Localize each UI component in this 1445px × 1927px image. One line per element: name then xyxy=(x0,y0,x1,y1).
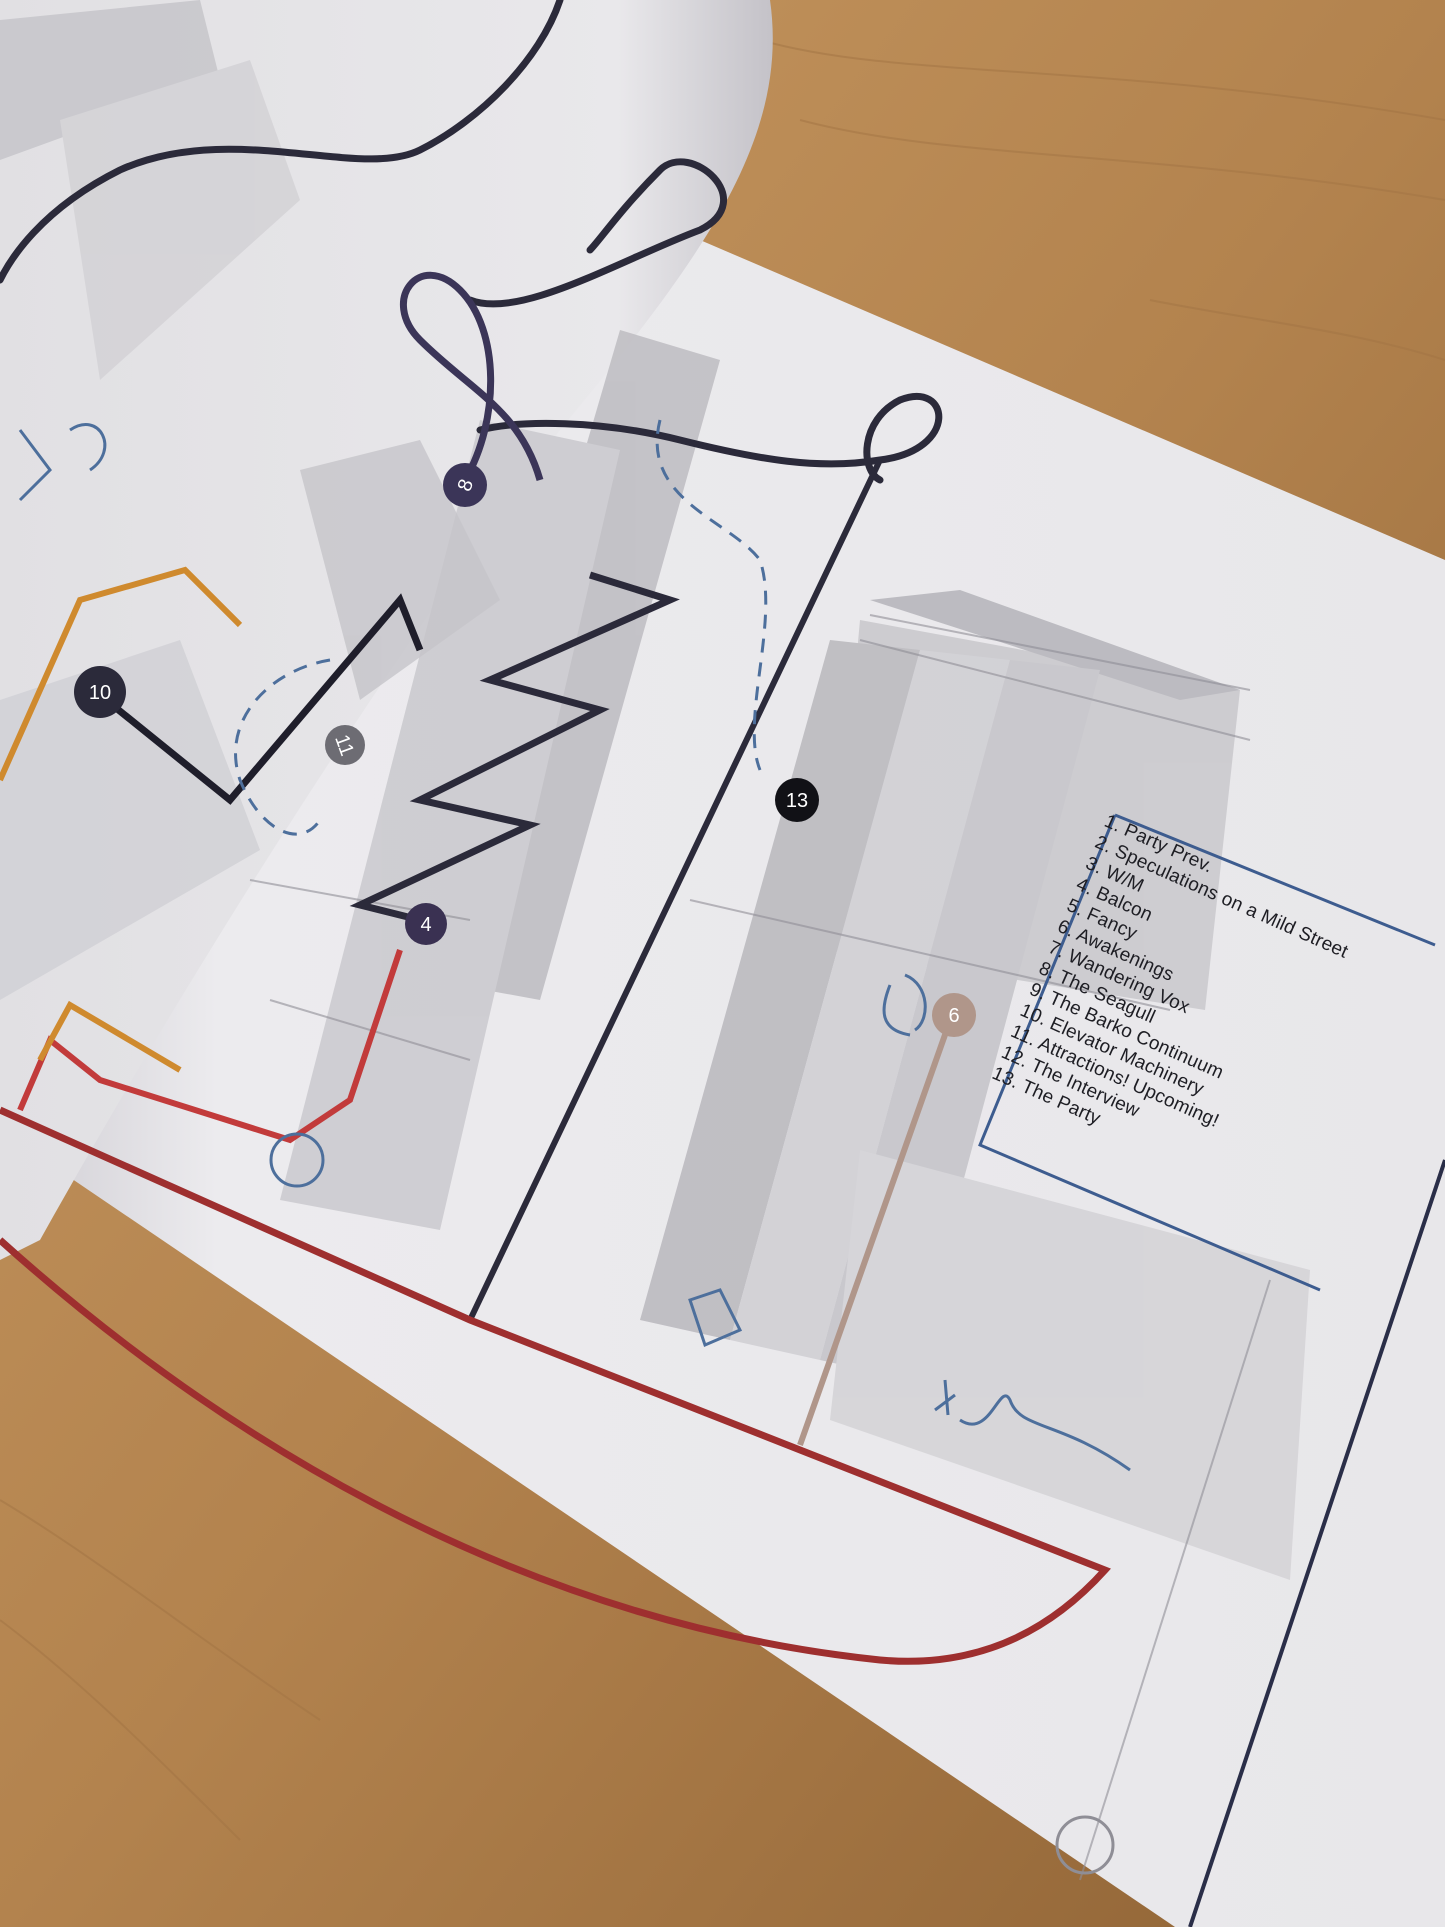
marker-13: 13 xyxy=(775,778,819,822)
bottom-circle-icon xyxy=(1055,1815,1115,1875)
dark-route-line xyxy=(0,0,943,484)
person-circle-icon xyxy=(269,1132,325,1188)
page-edge xyxy=(1188,1159,1445,1927)
wood-grain xyxy=(0,39,1445,1841)
legend-frame xyxy=(978,813,1436,1292)
zigzag-line xyxy=(349,571,680,924)
dark-descent-line xyxy=(467,458,883,1322)
marker-8: 8 xyxy=(443,463,487,507)
marker-10-label: 10 xyxy=(89,682,111,704)
marker-6: 6 xyxy=(932,993,976,1037)
orange-route-line xyxy=(0,566,243,782)
tan-route-line xyxy=(797,1014,955,1446)
orange-route-line-2 xyxy=(37,1000,182,1073)
left-buildings xyxy=(0,0,500,1000)
marker-13-label: 13 xyxy=(786,790,808,812)
dashed-path xyxy=(655,419,768,771)
loop-8 xyxy=(399,271,544,482)
marker-4: 4 xyxy=(405,903,447,945)
blue-icon-group xyxy=(18,423,1131,1875)
marker-6-label: 6 xyxy=(948,1005,959,1027)
marker-4-label: 4 xyxy=(420,914,431,936)
elevator-line xyxy=(97,593,424,805)
grid-lines xyxy=(249,614,1271,1881)
document-icon xyxy=(688,1288,743,1348)
signature-icon xyxy=(934,1379,1131,1472)
dashed-path-2 xyxy=(234,658,331,836)
red-boat-curve xyxy=(0,1106,1111,1665)
marker-10: 10 xyxy=(74,666,126,718)
figure-icon xyxy=(18,423,107,502)
marker-11: 11 xyxy=(325,725,365,765)
bell-icon xyxy=(882,973,927,1037)
